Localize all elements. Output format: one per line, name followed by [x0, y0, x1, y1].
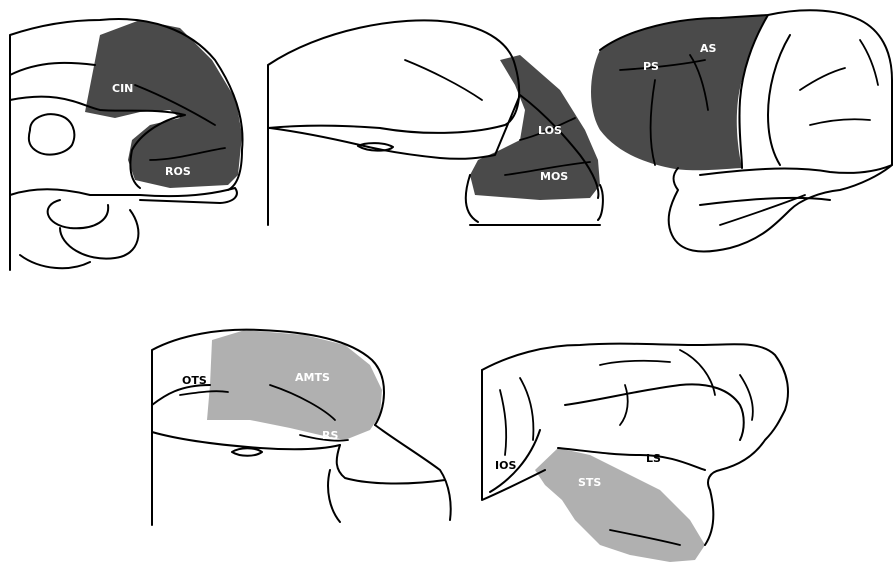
lateral-temporal-posterior [482, 370, 545, 500]
label-los: LOS [538, 124, 562, 137]
label-ps: PS [643, 60, 659, 73]
panel-lateral-frontal: PS AS [591, 10, 892, 251]
cin-ros-region [85, 20, 242, 188]
medial-lower [10, 188, 237, 268]
label-sts: STS [578, 476, 601, 489]
los-mos-region [470, 55, 600, 200]
label-as: AS [700, 42, 717, 55]
medial-corpus [29, 114, 74, 154]
label-cin: CIN [112, 82, 133, 95]
label-ots: OTS [182, 374, 207, 387]
label-rs: RS [322, 429, 338, 442]
ventral-temporal-lower [232, 448, 262, 456]
label-ls: LS [646, 452, 661, 465]
panel-medial: CIN ROS [10, 19, 243, 270]
label-ios: IOS [495, 459, 516, 472]
amts-rs-region [207, 330, 382, 440]
panel-lateral-temporal: IOS STS LS [482, 344, 788, 562]
panel-orbital: LOS MOS [268, 20, 603, 225]
label-ros: ROS [165, 165, 191, 178]
label-amts: AMTS [295, 371, 330, 384]
label-mos: MOS [540, 170, 568, 183]
panel-ventral-temporal: OTS AMTS RS [152, 330, 451, 525]
